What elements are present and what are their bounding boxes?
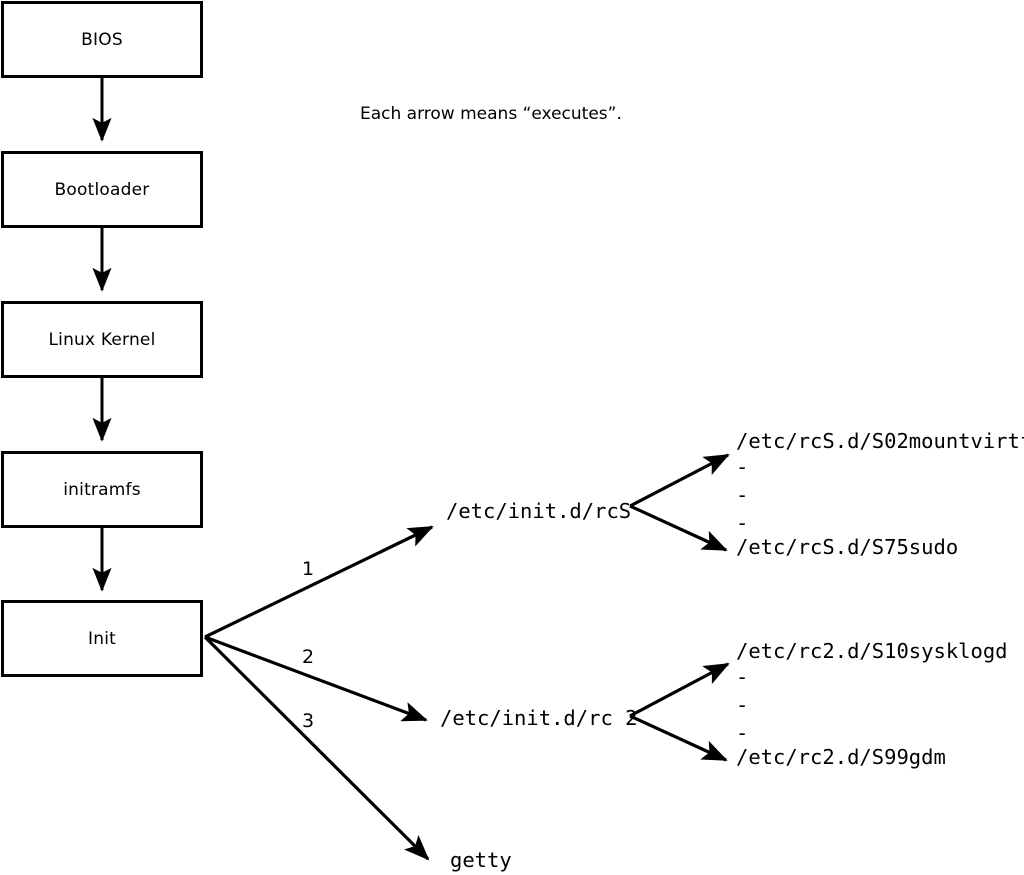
node-init-label: Init	[88, 628, 116, 649]
caption-text: Each arrow means “executes”.	[360, 104, 622, 124]
rc2-ellipsis-dash-2: -	[736, 693, 749, 717]
node-init[interactable]: Init	[1, 600, 203, 677]
rc2-ellipsis-dash-1: -	[736, 665, 749, 689]
arrow-init-to-rc2	[204, 635, 428, 722]
arrow-rcS-to-first-script	[629, 453, 730, 508]
node-initramfs-label: initramfs	[63, 479, 141, 500]
node-initramfs[interactable]: initramfs	[1, 451, 203, 528]
rcS-ellipsis-dash-3: -	[736, 511, 749, 535]
node-bios-label: BIOS	[81, 29, 123, 50]
rcS-ellipsis-dash-2: -	[736, 483, 749, 507]
label-getty[interactable]: getty	[450, 848, 512, 872]
arrow-rc2-to-last-script	[629, 714, 728, 762]
edge-label-3: 3	[302, 710, 315, 732]
arrow-init-to-rcS	[204, 525, 434, 639]
label-init-d-rc2[interactable]: /etc/init.d/rc 2	[440, 706, 638, 730]
rc2-ellipsis-dash-3: -	[736, 721, 749, 745]
node-linux-kernel-label: Linux Kernel	[48, 329, 156, 350]
arrow-rc2-to-first-script	[629, 662, 730, 718]
arrow-init-to-getty	[203, 635, 430, 861]
label-init-d-rcS[interactable]: /etc/init.d/rcS	[446, 499, 632, 523]
label-rcS-first-script[interactable]: /etc/rcS.d/S02mountvirtfs	[736, 429, 1024, 453]
label-rcS-last-script[interactable]: /etc/rcS.d/S75sudo	[736, 535, 959, 559]
node-linux-kernel[interactable]: Linux Kernel	[1, 301, 203, 378]
label-rc2-last-script[interactable]: /etc/rc2.d/S99gdm	[736, 745, 946, 769]
arrow-rcS-to-last-script	[629, 504, 728, 552]
node-bootloader[interactable]: Bootloader	[1, 151, 203, 228]
node-bios[interactable]: BIOS	[1, 1, 203, 78]
node-bootloader-label: Bootloader	[54, 179, 150, 200]
edge-label-1: 1	[302, 558, 315, 580]
label-rc2-first-script[interactable]: /etc/rc2.d/S10sysklogd	[736, 639, 1008, 663]
rcS-ellipsis-dash-1: -	[736, 455, 749, 479]
edge-label-2: 2	[302, 646, 315, 668]
